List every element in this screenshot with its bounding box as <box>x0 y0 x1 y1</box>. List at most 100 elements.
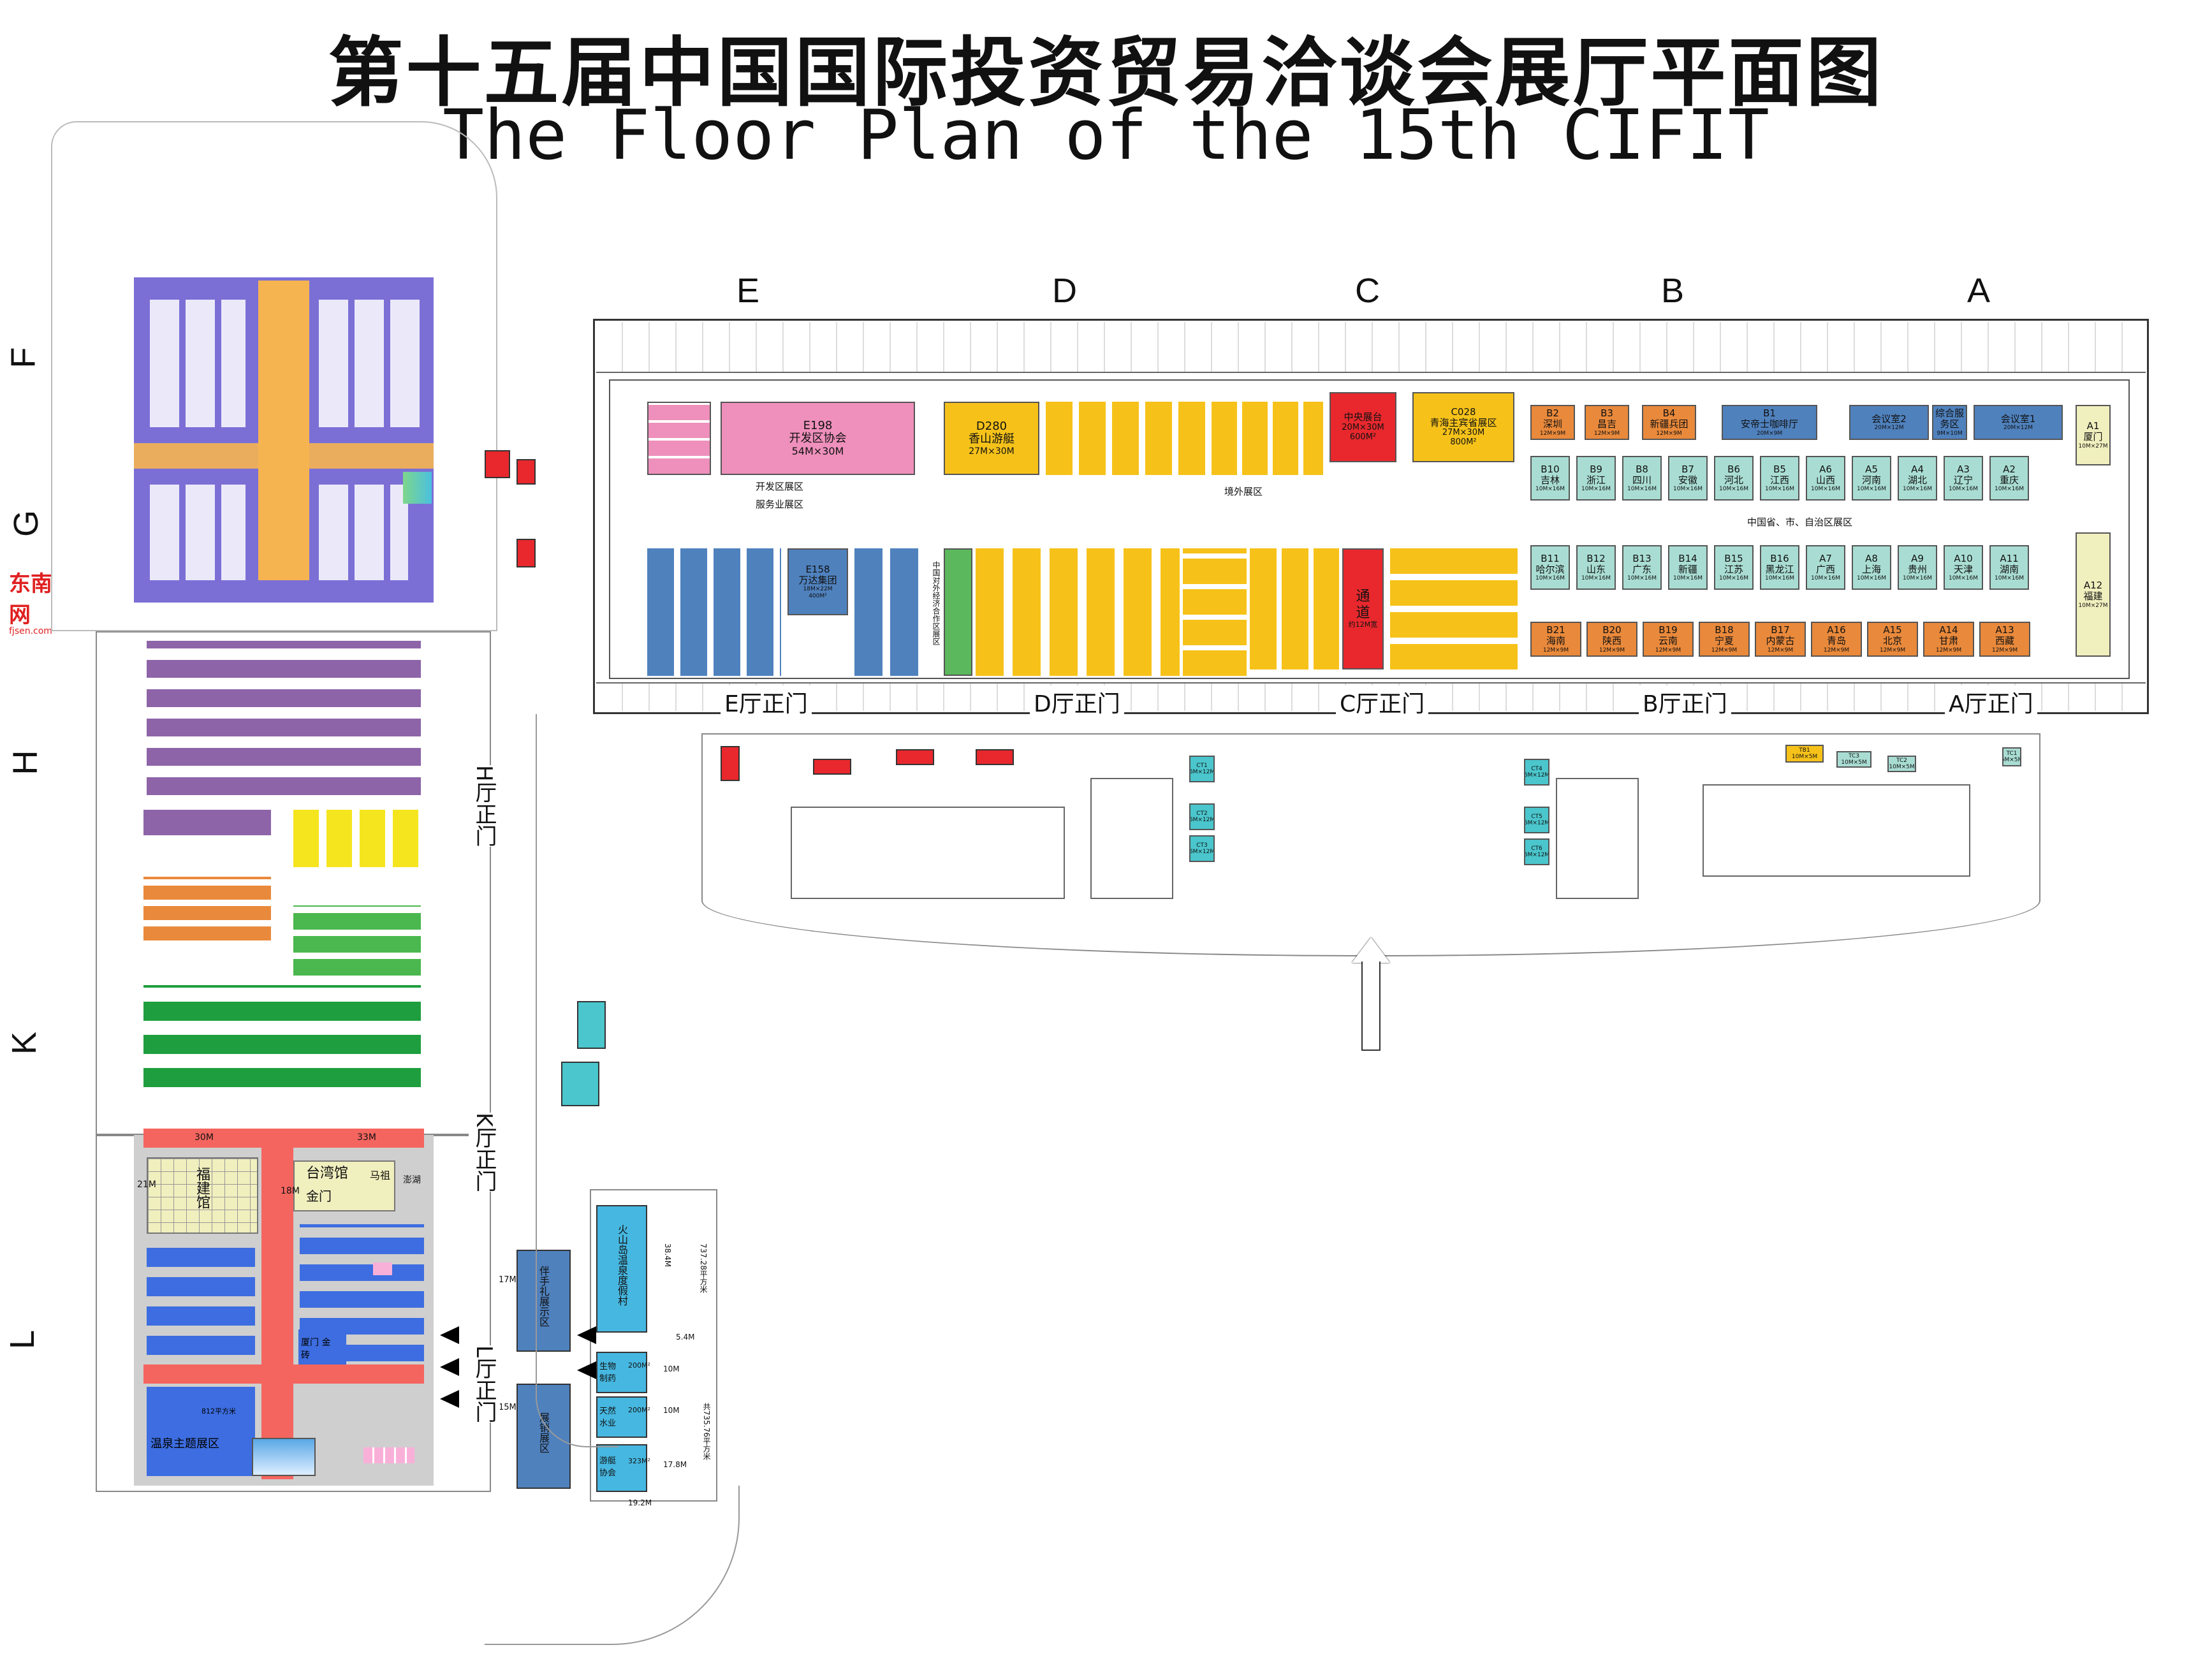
booth-r2-7-size: 10M×16M <box>1857 575 1886 582</box>
h-hall-orange-booths <box>143 877 271 940</box>
booth-r1-0-code: B10 <box>1541 463 1560 475</box>
booth-r1-7-name: 河南 <box>1861 474 1881 486</box>
booth-r1-2-code: B8 <box>1636 463 1648 475</box>
tent-tb-1: TC3 10M×5M <box>1836 751 1871 768</box>
zone-overseas-label: 境外展区 <box>1224 486 1263 497</box>
fujian-hall-label: 福建馆 <box>194 1167 210 1209</box>
h-gate-label: H厅正门 <box>469 765 500 847</box>
outdoor-dim-2: 10M <box>663 1364 680 1373</box>
booth-r3-6-size: 12M×9M <box>1879 647 1906 654</box>
g-orange-walkway <box>134 443 434 469</box>
booth-r2-0-name: 哈尔滨 <box>1535 563 1565 575</box>
booth-r2-6-name: 广西 <box>1815 563 1835 575</box>
g-red-marker <box>516 539 536 567</box>
booth-r1-7-size: 10M×16M <box>1857 486 1886 493</box>
booth-r2-2-code: B13 <box>1632 552 1652 564</box>
booth-top-0-size: 12M×9M <box>1539 430 1566 437</box>
booth-r2-6-size: 10M×16M <box>1811 575 1840 582</box>
volcano-resort-area: 737.28平方米 <box>699 1243 708 1293</box>
fg-orange-walkway <box>258 281 309 580</box>
booth-r3-8-size: 12M×9M <box>1991 647 2018 654</box>
booth-r1-1-name: 浙江 <box>1586 474 1606 486</box>
booth-central: 中央展台 20M×30M 600M² <box>1329 392 1396 462</box>
hot-spring-block <box>147 1387 255 1476</box>
l-hall-dim-33m: 33M <box>357 1132 376 1143</box>
booth-r3-2-size: 12M×9M <box>1655 647 1681 654</box>
booth-r3-8-code: A13 <box>1995 624 2014 636</box>
zone-dev-label: 开发区展区 <box>756 481 804 492</box>
booth-r2-2-size: 10M×16M <box>1627 575 1657 582</box>
booth-r3-4-name: 内蒙古 <box>1766 635 1795 647</box>
booth-r2-10-code: A11 <box>2000 552 2019 564</box>
tent-ct-2: CT3 6M×12M <box>1189 835 1215 862</box>
tent-ct-5: CT6 6M×12M <box>1524 838 1549 865</box>
booth-e158-size: 18M×22M 400M² <box>803 586 833 599</box>
booth-r1-8-size: 10M×16M <box>1903 486 1932 493</box>
booth-c028: C028 青海主宾省展区 27M×30M 800M² <box>1412 392 1514 462</box>
road-lower-curve <box>485 1486 740 1645</box>
k-gate-label: K厅正门 <box>469 1113 500 1192</box>
e-hall-pink-booths <box>647 402 711 475</box>
yacht-assoc-area: 323M² <box>628 1457 650 1465</box>
tent-left-1 <box>577 1001 606 1049</box>
l-hall-pink-booths-2 <box>373 1262 392 1275</box>
booth-passage-name: 通 道 <box>1356 589 1370 621</box>
booth-r2-1-code: B12 <box>1586 552 1606 564</box>
booth-r1-6-code: A6 <box>1819 463 1832 475</box>
l-hall-video-screen <box>252 1438 316 1476</box>
f-hall-white-booths-right <box>319 300 421 427</box>
booth-r2-3-code: B14 <box>1678 552 1697 564</box>
booth-e158-name: E158 万达集团 <box>798 563 837 587</box>
booth-r1-9-size: 10M×16M <box>1949 486 1978 493</box>
booth-r2-8-size: 10M×16M <box>1903 575 1932 582</box>
d-hall-orange-booths-bottom <box>976 548 1180 676</box>
tent-ct-3: CT4 6M×12M <box>1524 759 1549 786</box>
booth-r1-3-name: 安徽 <box>1678 474 1697 486</box>
booth-r3-4-size: 12M×9M <box>1767 647 1794 654</box>
l-hall-dim-18m: 18M <box>281 1186 300 1196</box>
booth-r2-8-name: 贵州 <box>1907 563 1927 575</box>
tent-tb-1-label: TC3 10M×5M <box>1841 752 1867 766</box>
booth-r3-4-code: B17 <box>1771 624 1790 636</box>
g-hall-white-booths <box>150 485 245 580</box>
booth-r2-4-size: 10M×16M <box>1719 575 1748 582</box>
l-gate-arrow-3 <box>440 1390 459 1408</box>
booth-a12: A12 福建 10M×27M <box>2076 532 2111 657</box>
volcano-resort-dim: 38.4M <box>663 1243 672 1268</box>
tent-tb-2: TC2 10M×5M <box>1887 756 1916 772</box>
booth-r3-5-name: 青岛 <box>1826 635 1846 647</box>
xiamen-block <box>298 1329 346 1364</box>
plaza-lawn-4 <box>1703 784 1970 877</box>
zone-cooperation-label: 中国对外经济合作区展区 <box>932 561 941 645</box>
booth-r2-5-size: 10M×16M <box>1765 575 1794 582</box>
taiwan-hall-label: 台湾馆 <box>306 1166 349 1181</box>
fujian-hall-block <box>147 1157 258 1234</box>
c-hall-orange-left <box>1212 402 1323 475</box>
booth-top-3-size: 20M×9M <box>1756 430 1783 437</box>
booth-r2-10-name: 湖南 <box>1999 563 2019 575</box>
l-hall-dim-30m: 30M <box>194 1132 214 1143</box>
plaza-lawn-1 <box>791 807 1065 899</box>
outdoor-dim-3: 10M <box>663 1406 680 1415</box>
booth-r3-6-name: 北京 <box>1882 635 1902 647</box>
booth-a1-code: A1 <box>2086 420 2100 432</box>
booth-top-0-name: 深圳 <box>1542 418 1562 430</box>
booth-r1-9-code: A3 <box>1957 463 1970 475</box>
volcano-resort-block <box>596 1205 647 1333</box>
booth-r2-0-size: 10M×16M <box>1535 575 1565 582</box>
c-hall-orange-right <box>1390 548 1518 669</box>
